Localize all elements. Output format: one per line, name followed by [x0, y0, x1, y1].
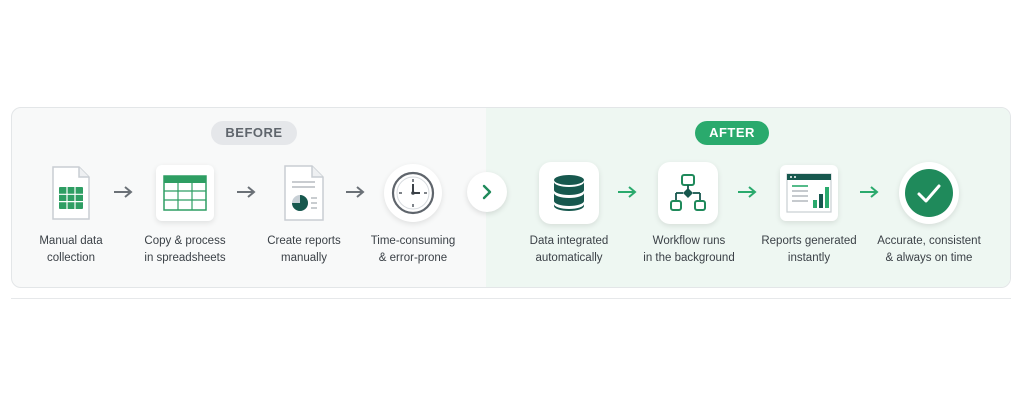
database-icon — [539, 162, 599, 224]
step-caption-line: in spreadsheets — [144, 252, 226, 264]
clock-icon-wrap — [383, 163, 443, 223]
step-caption-line: & always on time — [885, 252, 973, 264]
step-caption-line: collection — [47, 252, 95, 264]
report-pie-icon — [274, 163, 334, 223]
step-caption-line: Manual data — [39, 235, 103, 247]
next-chevron-button[interactable] — [467, 172, 507, 212]
divider — [11, 298, 1011, 299]
step-caption-line: in the background — [643, 252, 735, 264]
after-badge: AFTER — [695, 121, 769, 145]
dashboard-chart-icon — [780, 165, 838, 221]
before-badge: BEFORE — [211, 121, 297, 145]
step-caption-line: manually — [280, 252, 328, 264]
step-caption-line: Time-consuming — [370, 235, 456, 247]
spreadsheet-icon-wrap — [155, 163, 215, 223]
spreadsheet-icon — [156, 165, 214, 221]
document-table-icon — [41, 163, 101, 223]
arrow-right-icon — [346, 186, 365, 198]
check-circle-icon — [899, 162, 959, 224]
arrow-right-icon — [860, 186, 879, 198]
arrow-right-icon — [237, 186, 256, 198]
chevron-right-icon — [482, 184, 492, 200]
step-caption-line: & error-prone — [378, 252, 448, 264]
step-caption-line: Workflow runs — [652, 235, 726, 247]
dashboard-chart-icon-wrap — [779, 163, 839, 223]
workflow-icon-wrap — [658, 162, 718, 224]
step-accurate-consistent: Accurate, consistent & always on time — [859, 233, 999, 267]
check-circle-icon-wrap — [899, 162, 959, 224]
arrow-right-icon — [114, 186, 133, 198]
step-manual-data-collection: Manual data collection — [12, 233, 141, 267]
arrow-right-icon — [618, 186, 637, 198]
step-caption-line: Reports generated — [761, 235, 857, 247]
step-reports-generated: Reports generated instantly — [739, 233, 879, 267]
clock-icon — [384, 164, 442, 222]
step-workflow-runs: Workflow runs in the background — [619, 233, 759, 267]
step-create-reports: Create reports manually — [234, 233, 374, 267]
step-caption-line: Accurate, consistent — [877, 235, 981, 247]
step-caption-line: Data integrated — [529, 235, 609, 247]
before-after-panel: BEFORE AFTER Manual data collection — [11, 107, 1011, 288]
step-time-consuming: Time-consuming & error-prone — [343, 233, 483, 267]
step-copy-process: Copy & process in spreadsheets — [115, 233, 255, 267]
step-caption-line: instantly — [787, 252, 831, 264]
database-icon-wrap — [539, 162, 599, 224]
step-caption-line: automatically — [535, 252, 603, 264]
step-caption-line: Create reports — [267, 235, 341, 247]
workflow-icon — [658, 162, 718, 224]
step-caption-line: Copy & process — [144, 235, 226, 247]
arrow-right-icon — [738, 186, 757, 198]
step-data-integrated: Data integrated automatically — [499, 233, 639, 267]
